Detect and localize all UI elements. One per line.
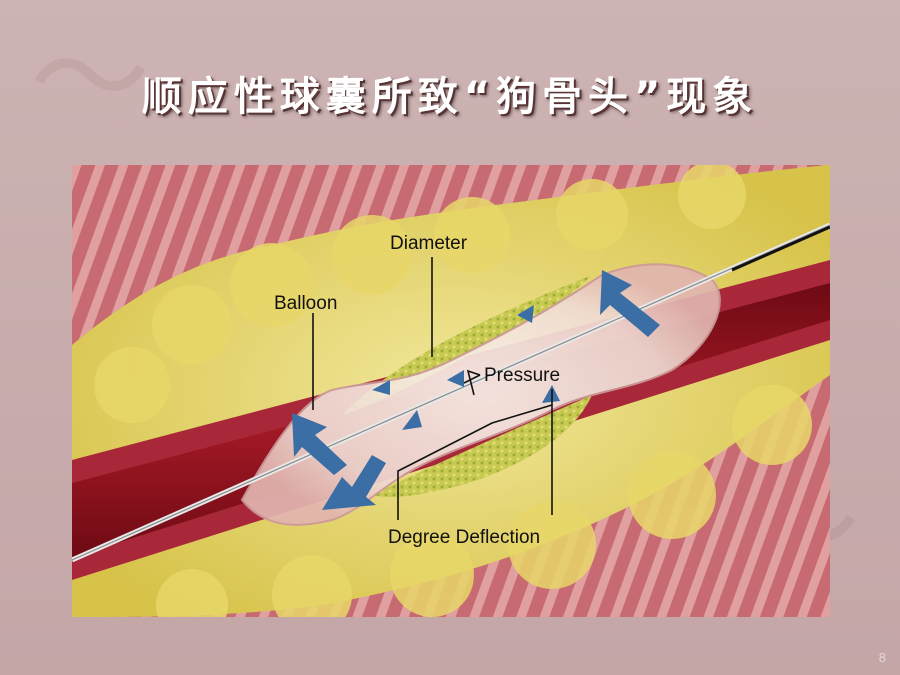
slide-title: 顺应性球囊所致“狗骨头”现象 <box>141 74 759 120</box>
dogbone-diagram: Diameter Balloon Pressure Degree Deflect… <box>72 165 830 617</box>
label-leaders <box>312 257 553 520</box>
balloon <box>240 263 721 526</box>
guidewire <box>731 225 830 272</box>
label-pressure: Pressure <box>484 365 560 386</box>
plaque-lower <box>372 395 592 497</box>
label-degree-deflection: Degree Deflection <box>388 527 540 548</box>
calligraphy-watermark: 〜 <box>30 10 150 149</box>
page-number: 8 <box>878 650 886 665</box>
catheter-line <box>72 224 830 561</box>
fat-lobules <box>94 165 812 617</box>
vessel-illustration: Diameter Balloon Pressure Degree Deflect… <box>72 165 830 617</box>
pressure-arrows <box>292 270 660 510</box>
label-balloon: Balloon <box>274 293 337 314</box>
label-diameter: Diameter <box>390 233 468 254</box>
